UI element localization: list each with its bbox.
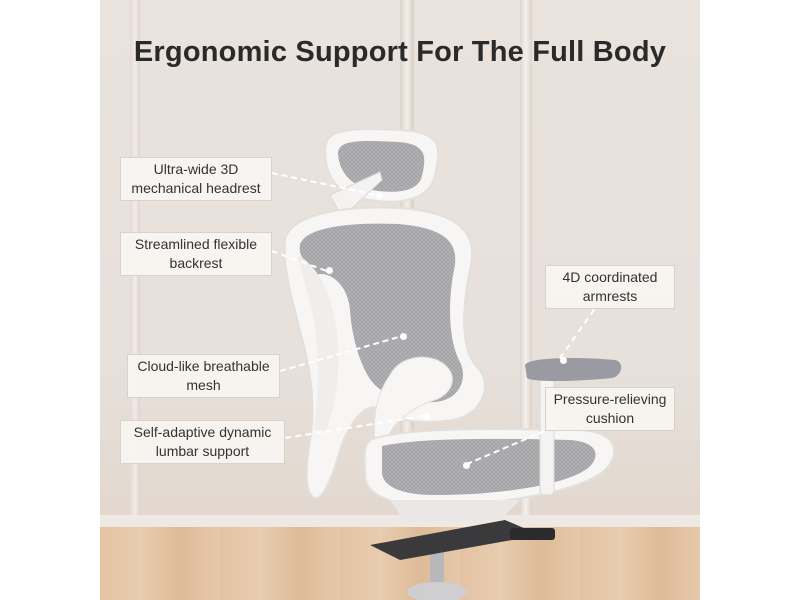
callout-backrest: Streamlined flexible backrest <box>120 232 272 276</box>
office-chair <box>283 128 622 600</box>
callout-armrests: 4D coordinated armrests <box>545 265 675 309</box>
callout-mesh: Cloud-like breathable mesh <box>127 354 280 398</box>
callout-headrest: Ultra-wide 3D mechanical headrest <box>120 157 272 201</box>
wall-panel <box>520 0 532 520</box>
seat-cushion <box>363 428 616 522</box>
callout-dot <box>326 267 333 274</box>
page-title: Ergonomic Support For The Full Body <box>133 36 667 68</box>
callout-dot <box>400 333 407 340</box>
callout-dot <box>463 462 470 469</box>
lumbar-support <box>373 356 453 441</box>
wood-floor <box>100 527 700 600</box>
headrest <box>323 128 440 256</box>
callout-dot <box>376 192 383 199</box>
callout-dot <box>423 413 430 420</box>
callout-cushion: Pressure-relieving cushion <box>545 387 675 431</box>
product-image: Ergonomic Support For The Full Body Ultr… <box>100 0 700 600</box>
callout-lumbar: Self-adaptive dynamic lumbar support <box>120 420 285 464</box>
chair-base <box>370 520 555 600</box>
callout-dot <box>560 357 567 364</box>
